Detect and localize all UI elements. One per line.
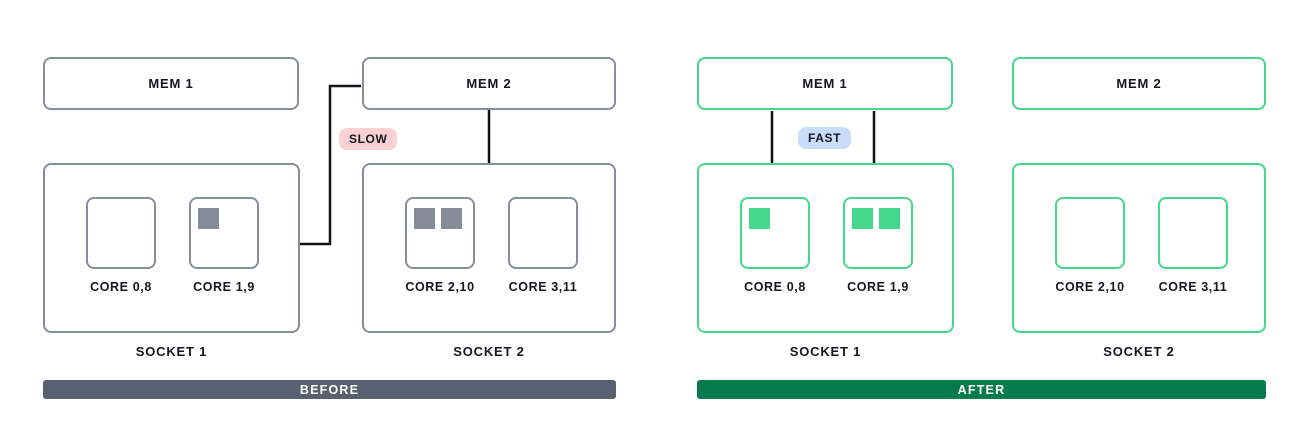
memory-block <box>414 208 435 229</box>
socket2-label: SOCKET 2 <box>453 344 525 359</box>
socket1-label: SOCKET 1 <box>135 344 208 359</box>
core-3-11-label: CORE 3,11 <box>508 280 578 294</box>
mem2-box: MEM 2 <box>362 57 616 110</box>
slow-badge: SLOW <box>339 128 398 150</box>
socket1-box: CORE 0,8 CORE 1,9 <box>697 163 954 333</box>
core-1-9-group: CORE 1,9 <box>174 197 274 294</box>
core-1-9-box <box>843 197 913 269</box>
core-0-8-group: CORE 0,8 <box>71 197 171 294</box>
mem2-label: MEM 2 <box>1116 76 1162 91</box>
before-banner: BEFORE <box>43 380 616 399</box>
socket1-box: CORE 0,8 CORE 1,9 <box>43 163 300 333</box>
slow-cross-socket-connector <box>300 84 361 246</box>
core-3-11-label: CORE 3,11 <box>1158 280 1228 294</box>
socket2-box: CORE 2,10 CORE 3,11 <box>1012 163 1266 333</box>
after-banner: AFTER <box>697 380 1266 399</box>
core-1-9-label: CORE 1,9 <box>847 280 909 294</box>
core-3-11-box <box>508 197 578 269</box>
core-0-8-label: CORE 0,8 <box>744 280 806 294</box>
core-0-8-group: CORE 0,8 <box>725 197 825 294</box>
core-1-9-box <box>189 197 259 269</box>
fast-badge: FAST <box>798 127 852 149</box>
core-0-8-box <box>740 197 810 269</box>
core-2-10-box <box>1055 197 1125 269</box>
memory-block <box>441 208 462 229</box>
socket1-label: SOCKET 1 <box>789 344 862 359</box>
core-1-9-group: CORE 1,9 <box>828 197 928 294</box>
mem2-box: MEM 2 <box>1012 57 1266 110</box>
memory-block <box>879 208 900 229</box>
after-panel: MEM 1 MEM 2 FAST CORE 0,8 CORE 1,9 CORE … <box>697 0 1266 431</box>
mem2-label: MEM 2 <box>466 76 512 91</box>
core-2-10-group: CORE 2,10 <box>1040 197 1140 294</box>
memory-block <box>749 208 770 229</box>
core-2-10-box <box>405 197 475 269</box>
socket2-label: SOCKET 2 <box>1103 344 1175 359</box>
before-panel: MEM 1 MEM 2 SLOW CORE 0,8 CORE 1,9 CORE … <box>43 0 616 431</box>
core-3-11-box <box>1158 197 1228 269</box>
mem1-box: MEM 1 <box>697 57 953 110</box>
core-2-10-label: CORE 2,10 <box>405 280 475 294</box>
core-0-8-box <box>86 197 156 269</box>
socket2-box: CORE 2,10 CORE 3,11 <box>362 163 616 333</box>
mem1-label: MEM 1 <box>148 76 194 91</box>
mem1-label: MEM 1 <box>802 76 848 91</box>
memory-block <box>198 208 219 229</box>
core-2-10-group: CORE 2,10 <box>390 197 490 294</box>
core-0-8-label: CORE 0,8 <box>90 280 152 294</box>
core-3-11-group: CORE 3,11 <box>493 197 593 294</box>
core-3-11-group: CORE 3,11 <box>1143 197 1243 294</box>
core-2-10-label: CORE 2,10 <box>1055 280 1125 294</box>
mem1-box: MEM 1 <box>43 57 299 110</box>
memory-block <box>852 208 873 229</box>
core-1-9-label: CORE 1,9 <box>193 280 255 294</box>
